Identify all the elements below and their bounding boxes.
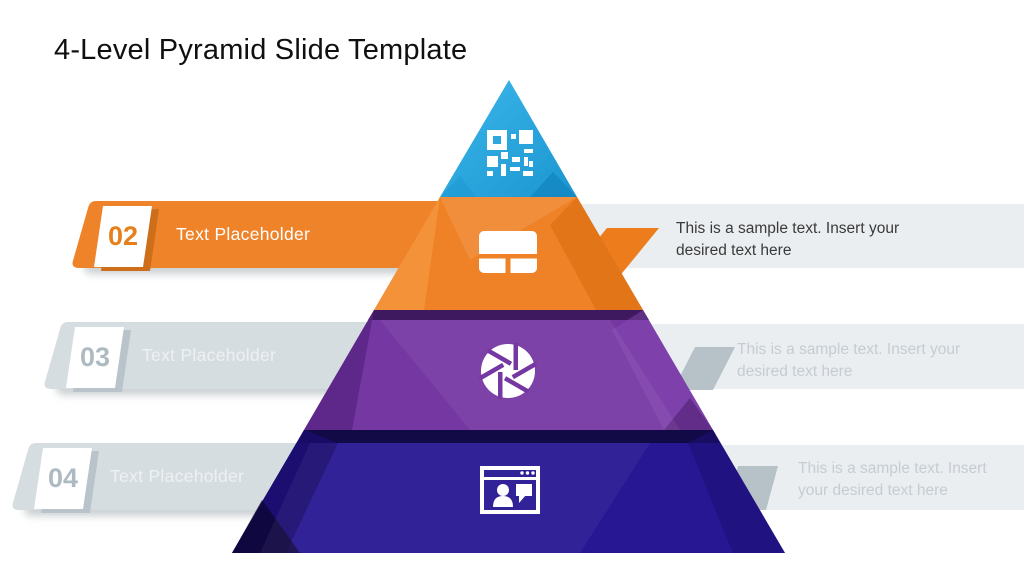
level-3-description[interactable]: This is a sample text. Insert your desir… — [737, 341, 965, 380]
slide-title[interactable]: 4-Level Pyramid Slide Template — [54, 34, 468, 66]
touchpad-icon — [479, 231, 537, 273]
level-2-label[interactable]: Text Placeholder — [176, 224, 311, 244]
number-tile-02 — [94, 206, 152, 267]
level-4-number: 04 — [47, 463, 79, 493]
pyramid-level-1 — [440, 80, 577, 197]
qr-code-icon — [487, 130, 533, 176]
level-2-description[interactable]: This is a sample text. Insert your desir… — [676, 220, 904, 259]
level-4-description[interactable]: This is a sample text. Insert your desir… — [798, 460, 991, 499]
facet — [664, 398, 713, 430]
facet — [688, 430, 785, 553]
level-3-label[interactable]: Text Placeholder — [142, 345, 277, 365]
facet — [232, 500, 300, 553]
level-4-label[interactable]: Text Placeholder — [110, 466, 245, 486]
facet — [530, 172, 577, 197]
level-1-face — [440, 80, 577, 197]
facet — [612, 310, 713, 430]
number-tile-03 — [66, 327, 124, 388]
facet — [440, 176, 476, 197]
number-tile-04 — [34, 448, 92, 509]
facet — [304, 310, 374, 430]
facet — [368, 310, 649, 320]
pyramid-level-2 — [374, 197, 643, 310]
facet-highlight — [440, 197, 577, 260]
ribbon-cap-gray-3 — [673, 347, 735, 390]
level-3-number: 03 — [79, 342, 111, 372]
facet — [550, 197, 643, 310]
facet-highlight — [260, 443, 650, 553]
video-conference-icon — [480, 466, 540, 514]
facet — [297, 430, 720, 443]
aperture-icon — [478, 343, 538, 399]
facet — [374, 197, 440, 310]
level-2-number: 02 — [107, 221, 139, 251]
